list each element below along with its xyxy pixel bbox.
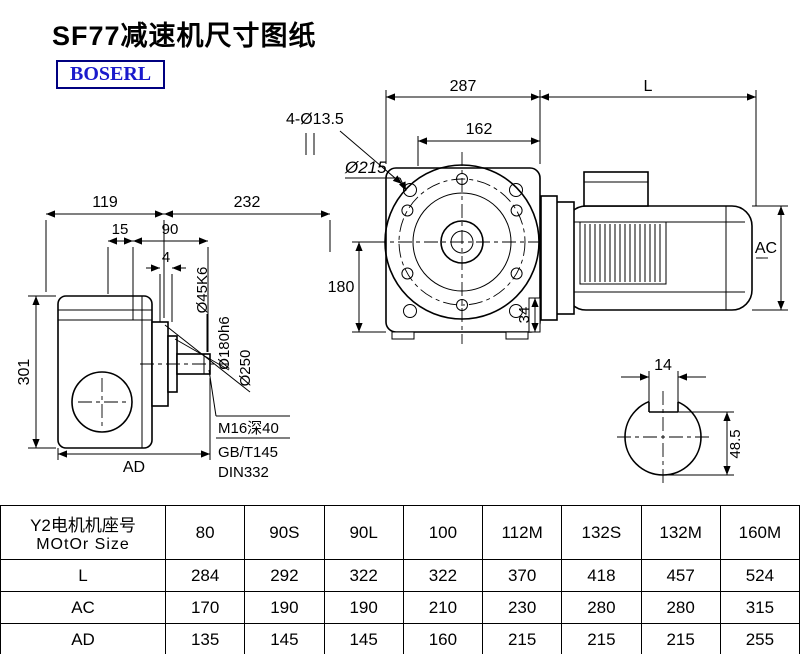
table-cell: 524 [719,559,800,592]
table-row-L: L 284 292 322 322 370 418 457 524 [0,559,800,592]
shaft-section-view: 14 48.5 [617,357,744,483]
table-cell: 322 [323,559,404,592]
dim-key-width: 14 [621,357,706,404]
col-header: 160M [719,505,800,560]
dim-15-label: 15 [112,221,129,238]
dim-ad: AD [57,378,211,476]
motor-size-header-cn: Y2电机机座号 [30,516,136,535]
dim-180: 180 [328,241,386,333]
table-cell: 418 [561,559,642,592]
row-label: L [0,559,166,592]
page-title: SF77减速机尺寸图纸 [52,21,317,51]
row-label: AD [0,623,166,654]
front-view: 287 L 162 4-Ø13.5 Ø21 [286,78,788,344]
table-cell: 292 [244,559,325,592]
col-header: 100 [402,505,484,560]
row-label: AC [0,591,166,624]
flange-od-label: Ø215 [344,158,387,177]
dim-ad-label: AD [123,459,145,476]
table-header-row: Y2电机机座号 MOtOr Size 80 90S 90L 100 112M 1… [0,505,800,560]
motor-size-header-cell: Y2电机机座号 MOtOr Size [0,505,166,560]
side-view: 301 119 232 15 90 [16,194,331,481]
table-row-AD: AD 135 145 145 160 215 215 215 255 [0,623,800,654]
dim-4-label: 4 [162,249,170,266]
brand-logo: BOSERL [56,60,166,89]
table-cell: 457 [640,559,721,592]
table-cell: 315 [719,591,800,624]
dim-287-label: 287 [450,78,477,95]
col-header: 90S [244,505,325,560]
table-cell: 322 [402,559,484,592]
bolt-holes-label: 4-Ø13.5 [286,111,344,128]
motor [540,171,768,321]
table-cell: 230 [481,591,563,624]
cooling-fins [584,224,661,282]
col-header: 132M [640,505,721,560]
dim-119-232: 119 232 [45,194,331,318]
dim-301: 301 [16,295,56,449]
dim-15-90: 15 90 [107,221,209,352]
dim-34: 34 [516,298,539,332]
adapter-flange [540,195,558,321]
dim-180-label: 180 [328,279,355,296]
keyway-clear [649,396,678,412]
dim-162: 162 [417,121,540,166]
dim-34-label: 34 [516,307,533,324]
table-cell: 170 [164,591,246,624]
shaft-dia-label: Ø45K6 [194,267,211,314]
motor-size-table: Y2电机机座号 MOtOr Size 80 90S 90L 100 112M 1… [0,505,800,654]
table-cell: 215 [561,623,642,654]
note-std1-label: GB/T145 [218,444,278,461]
dim-ac-label: AC [755,240,777,257]
dim-162-label: 162 [466,121,493,138]
dim-4: 4 [146,249,186,322]
flange-dia-label: Ø250 [237,350,254,387]
table-cell: 255 [719,623,800,654]
spigot-dia-label: Ø180h6 [216,316,233,369]
worm-housing-boss [71,371,133,433]
dim-l: L [540,78,757,206]
table-cell: 215 [481,623,563,654]
col-header: 80 [164,505,246,560]
table-cell: 210 [402,591,484,624]
table-cell: 284 [164,559,246,592]
dim-14-label: 14 [654,357,672,374]
dim-l-label: L [644,78,653,95]
dim-287: 287 [385,78,541,164]
dim-90-label: 90 [162,221,179,238]
table-cell: 145 [244,623,325,654]
note-tap-label: M16深40 [218,420,279,437]
table-cell: 280 [640,591,721,624]
table-cell: 190 [323,591,404,624]
callout-flange-od: Ø215 [344,158,407,192]
table-cell: 370 [481,559,563,592]
table-cell: 145 [323,623,404,654]
dim-48-5-label: 48.5 [727,429,744,458]
motor-flange [555,201,575,315]
technical-drawing: 287 L 162 4-Ø13.5 Ø21 [16,78,788,483]
motor-fin-block [579,221,667,285]
tapped-hole-notes: M16深40 GB/T145 DIN332 [208,369,290,481]
col-header: 112M [481,505,563,560]
table-cell: 280 [561,591,642,624]
table-cell: 190 [244,591,325,624]
table-cell: 215 [640,623,721,654]
note-std2-label: DIN332 [218,464,269,481]
col-header: 90L [323,505,404,560]
motor-size-header-en: MOtOr Size [36,536,130,553]
dim-key-depth: 48.5 [663,411,744,476]
dim-119-label: 119 [92,194,118,211]
terminal-box [583,171,649,207]
table-cell: 135 [164,623,246,654]
callout-bolt-holes: 4-Ø13.5 [286,111,403,185]
dim-ac: AC [752,205,788,311]
table-cell: 160 [402,623,484,654]
dim-301-label: 301 [16,359,33,386]
col-header: 132S [561,505,642,560]
table-row-AC: AC 170 190 190 210 230 280 280 315 [0,591,800,624]
dim-232-label: 232 [234,194,261,211]
diameter-callouts: Ø45K6 Ø180h6 Ø250 [164,267,254,393]
